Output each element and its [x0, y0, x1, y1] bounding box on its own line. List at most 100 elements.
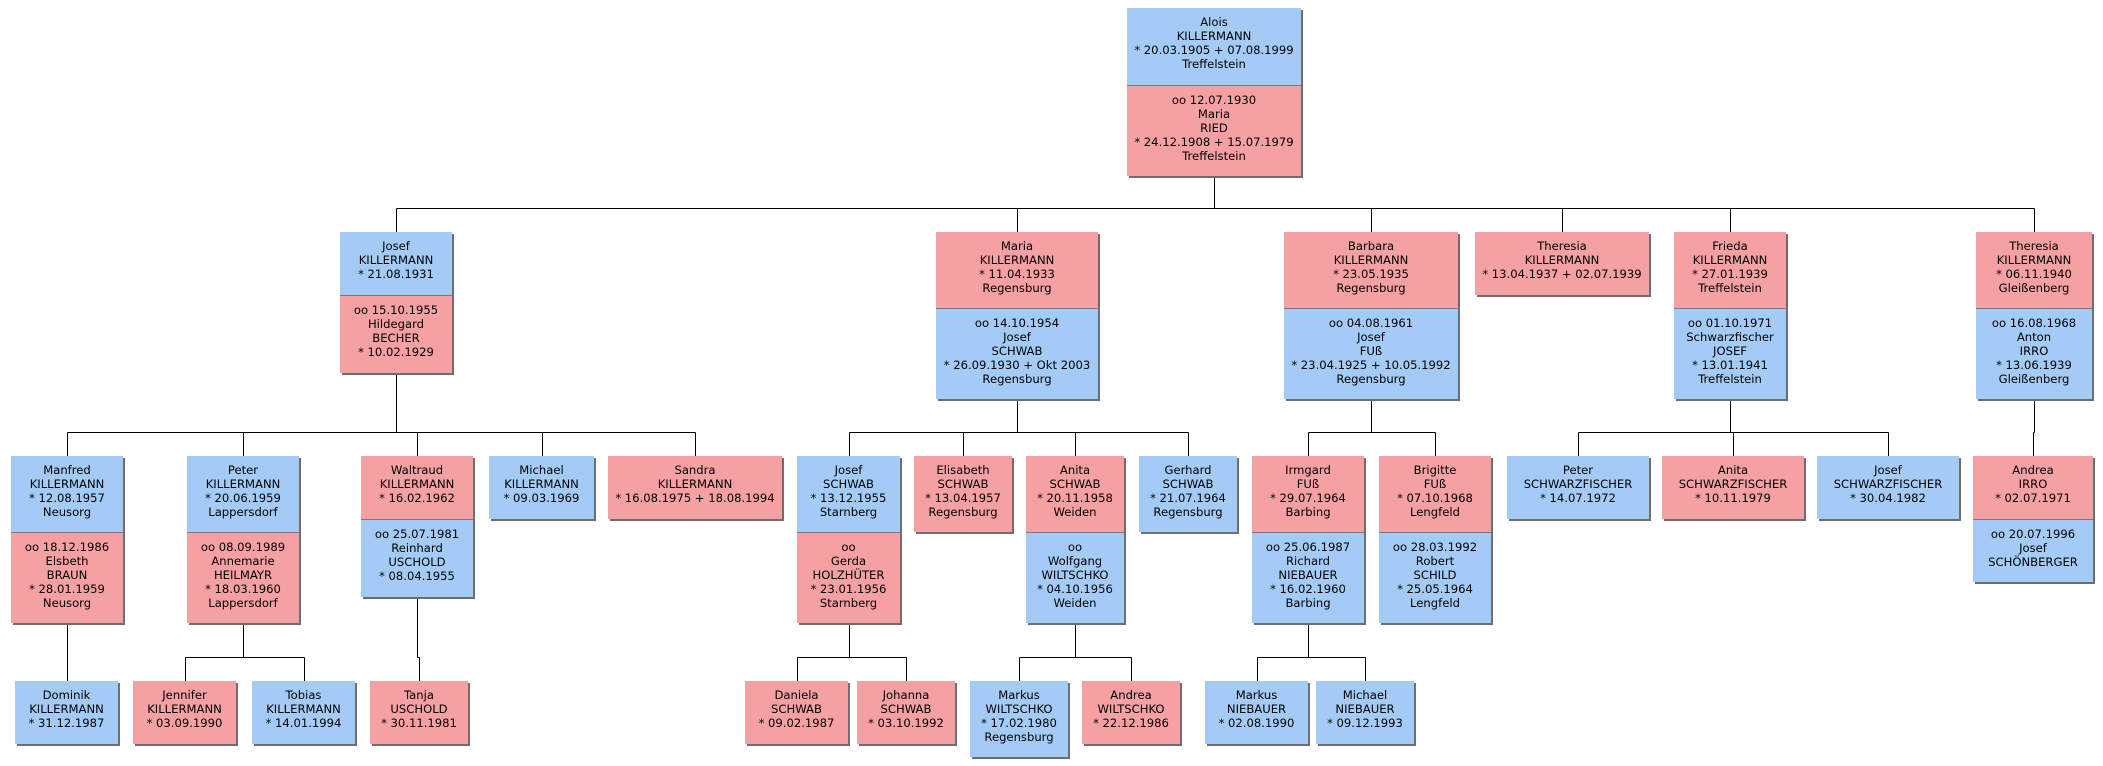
person-text-line: Tanja [404, 688, 434, 702]
person-text-line: Peter [1562, 463, 1594, 477]
person-text-line: Regensburg [1336, 281, 1406, 295]
person-text-line: * 27.01.1939 [1692, 267, 1768, 281]
person-text-line: WILTSCHKO [985, 702, 1053, 716]
person-text-line: * 09.12.1993 [1327, 716, 1403, 730]
person-text-line: * 20.11.1958 [1037, 491, 1113, 505]
person-text-line: Regensburg [982, 372, 1052, 386]
person-text-line: KILLERMANN [29, 477, 105, 491]
person-text-line: * 13.06.1939 [1996, 358, 2072, 372]
person-text-line: * 06.11.1940 [1996, 267, 2072, 281]
person-text-line: KILLERMANN [504, 477, 579, 491]
person-text-line: Elsbeth [45, 554, 89, 568]
person-text-line: * 31.12.1987 [28, 716, 105, 730]
person-text-line: * 25.05.1964 [1397, 582, 1473, 596]
person-text-line: SCHILD [1413, 568, 1457, 582]
person-text-line: Lappersdorf [208, 505, 278, 519]
person-text-line: Gleißenberg [1998, 372, 2070, 386]
person-text-line: Weiden [1053, 505, 1097, 519]
person-text-line: KILLERMANN [29, 702, 104, 716]
person-text-line: Regensburg [1336, 372, 1406, 386]
person-text-line: * 09.02.1987 [758, 716, 835, 730]
person-text-line: Starnberg [819, 505, 878, 519]
person-text-line: USCHOLD [390, 702, 448, 716]
person-text-line: oo [841, 540, 856, 554]
person-text-line: oo 25.07.1981 [374, 527, 460, 541]
person-text-line: Hildegard [367, 317, 425, 331]
person-text-line: Regensburg [984, 730, 1054, 744]
person-text-line: Frieda [1712, 239, 1748, 253]
person-text-line: * 17.02.1980 [981, 716, 1057, 730]
person-text-line: SCHWAB [823, 477, 874, 491]
person-text-line: oo 18.12.1986 [24, 540, 110, 554]
person-text-line: Treffelstein [1698, 372, 1762, 386]
person-text-line: oo 12.07.1930 [1171, 93, 1257, 107]
person-text-line: Sandra [674, 463, 716, 477]
person-text-line: * 23.01.1956 [810, 582, 887, 596]
person-text-line: Anita [1717, 463, 1749, 477]
person-text-line: oo 15.10.1955 [353, 303, 439, 317]
person-text-line: Daniela [774, 688, 819, 702]
person-text-line: Markus [998, 688, 1040, 702]
person-text-line: oo 04.08.1961 [1328, 316, 1414, 330]
person-text-line: KILLERMANN [1692, 253, 1768, 267]
person-text-line: Gerhard [1164, 463, 1212, 477]
person-text-line: oo 14.10.1954 [974, 316, 1060, 330]
person-text-line: Wolfgang [1047, 554, 1103, 568]
person-text-line: SCHWARZFISCHER [1678, 477, 1788, 491]
person-text-line: Anton [2016, 330, 2052, 344]
person-text-line: Reinhard [391, 541, 443, 555]
person-text-line: * 24.12.1908 + 15.07.1979 [1134, 135, 1294, 149]
person-text-line: oo 08.09.1989 [200, 540, 286, 554]
person-text-line: Starnberg [819, 596, 878, 610]
person-text-line: * 16.02.1962 [379, 491, 455, 505]
